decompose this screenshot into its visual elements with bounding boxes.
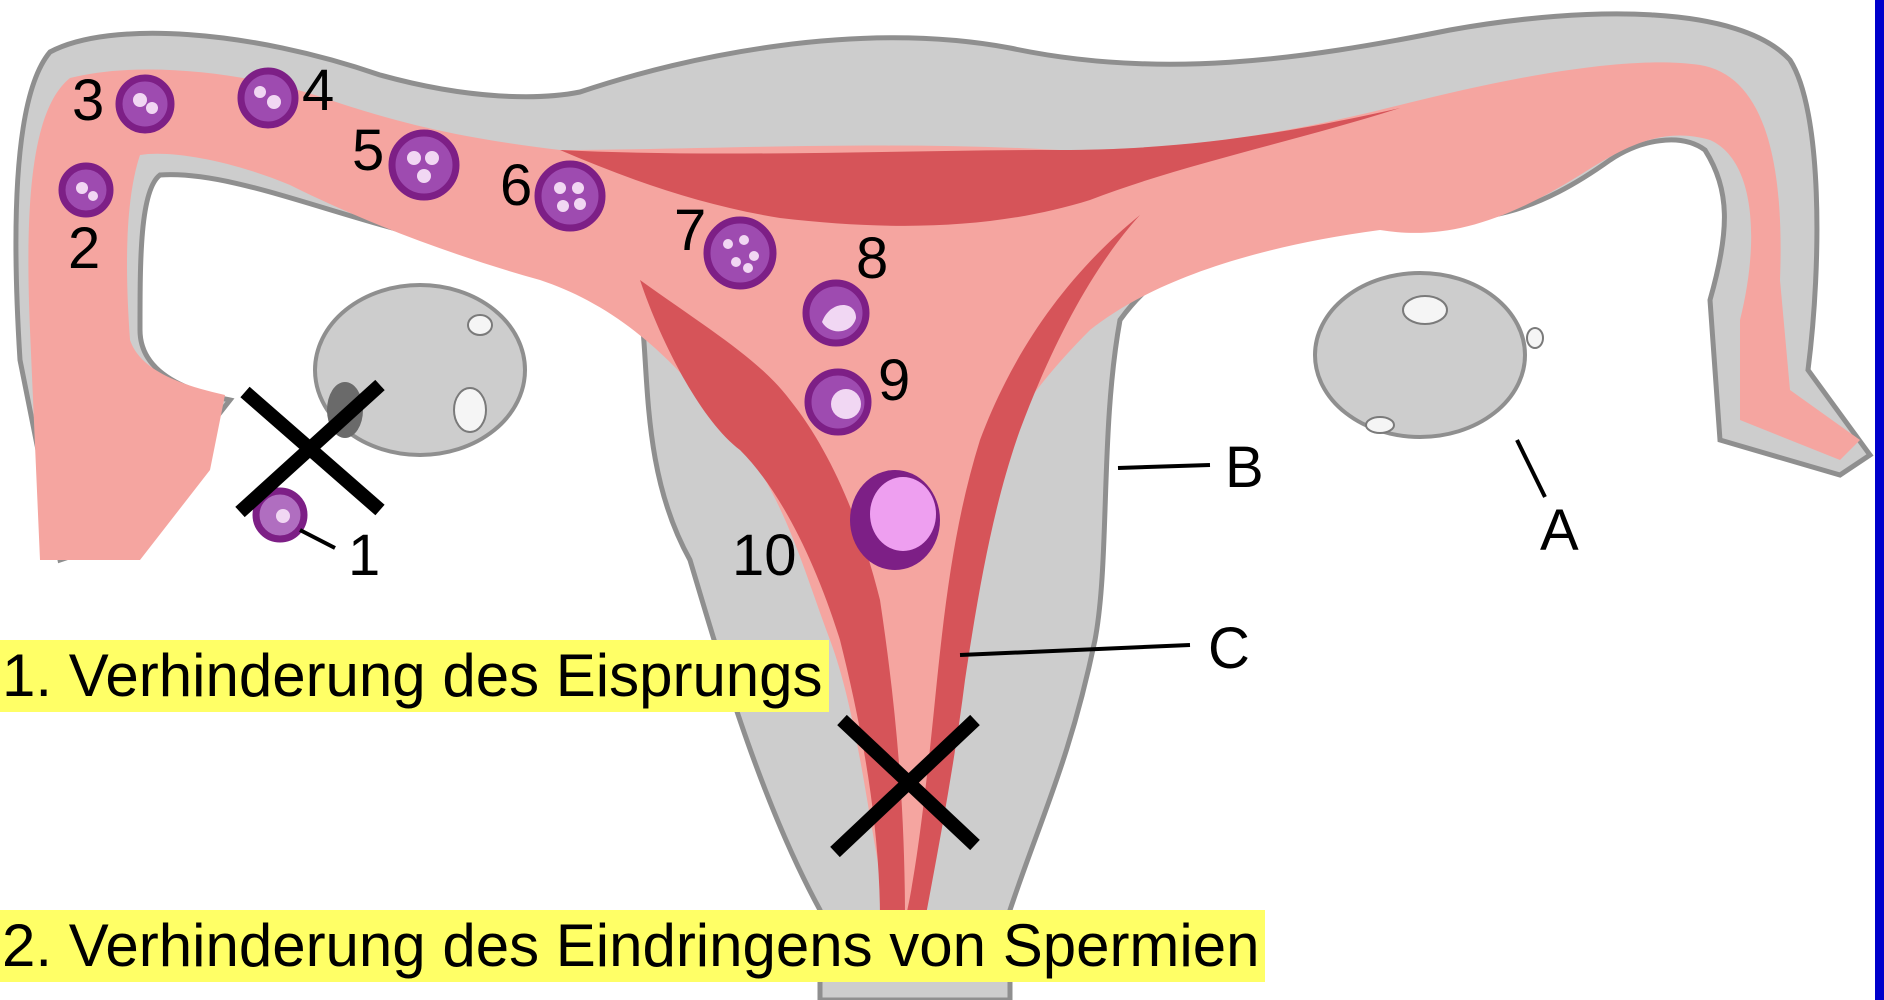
egg-cell-2 — [62, 166, 110, 214]
caption-prevent-ovulation: 1. Verhinderung des Eisprungs — [0, 640, 829, 712]
embryo-stage-6 — [538, 164, 602, 228]
label-10: 10 — [732, 523, 797, 588]
leader-line-1 — [300, 530, 335, 548]
leader-line-A — [1517, 440, 1545, 497]
label-1: 1 — [348, 523, 380, 588]
label-C: C — [1208, 616, 1250, 681]
cross-mark-ovulation — [240, 385, 380, 512]
embryo-stage-5 — [392, 133, 456, 197]
embryo-stage-4 — [241, 71, 295, 125]
label-B: B — [1225, 435, 1264, 500]
egg-cell-3 — [119, 78, 171, 130]
label-2: 2 — [68, 216, 100, 281]
label-4: 4 — [302, 58, 334, 123]
label-A: A — [1540, 498, 1579, 563]
ovary-follicle — [468, 315, 492, 335]
slide-edge-bar — [1875, 0, 1884, 1000]
label-9: 9 — [878, 348, 910, 413]
ovary-follicle — [1527, 328, 1543, 348]
implanting-blastocyst-10 — [850, 470, 940, 570]
blastocyst-stage-8 — [806, 283, 866, 343]
label-8: 8 — [856, 226, 888, 291]
ovary-follicle — [1403, 296, 1447, 324]
label-3: 3 — [72, 68, 104, 133]
morula-stage-7 — [707, 220, 773, 286]
label-6: 6 — [500, 153, 532, 218]
ovary-follicle — [1366, 417, 1394, 433]
ovary-follicle — [454, 388, 486, 432]
leader-line-B — [1118, 465, 1210, 468]
caption-prevent-sperm-entry: 2. Verhinderung des Eindringens von Sper… — [0, 910, 1265, 982]
label-7: 7 — [674, 198, 706, 263]
label-5: 5 — [352, 118, 384, 183]
blastocyst-stage-9 — [808, 372, 868, 432]
